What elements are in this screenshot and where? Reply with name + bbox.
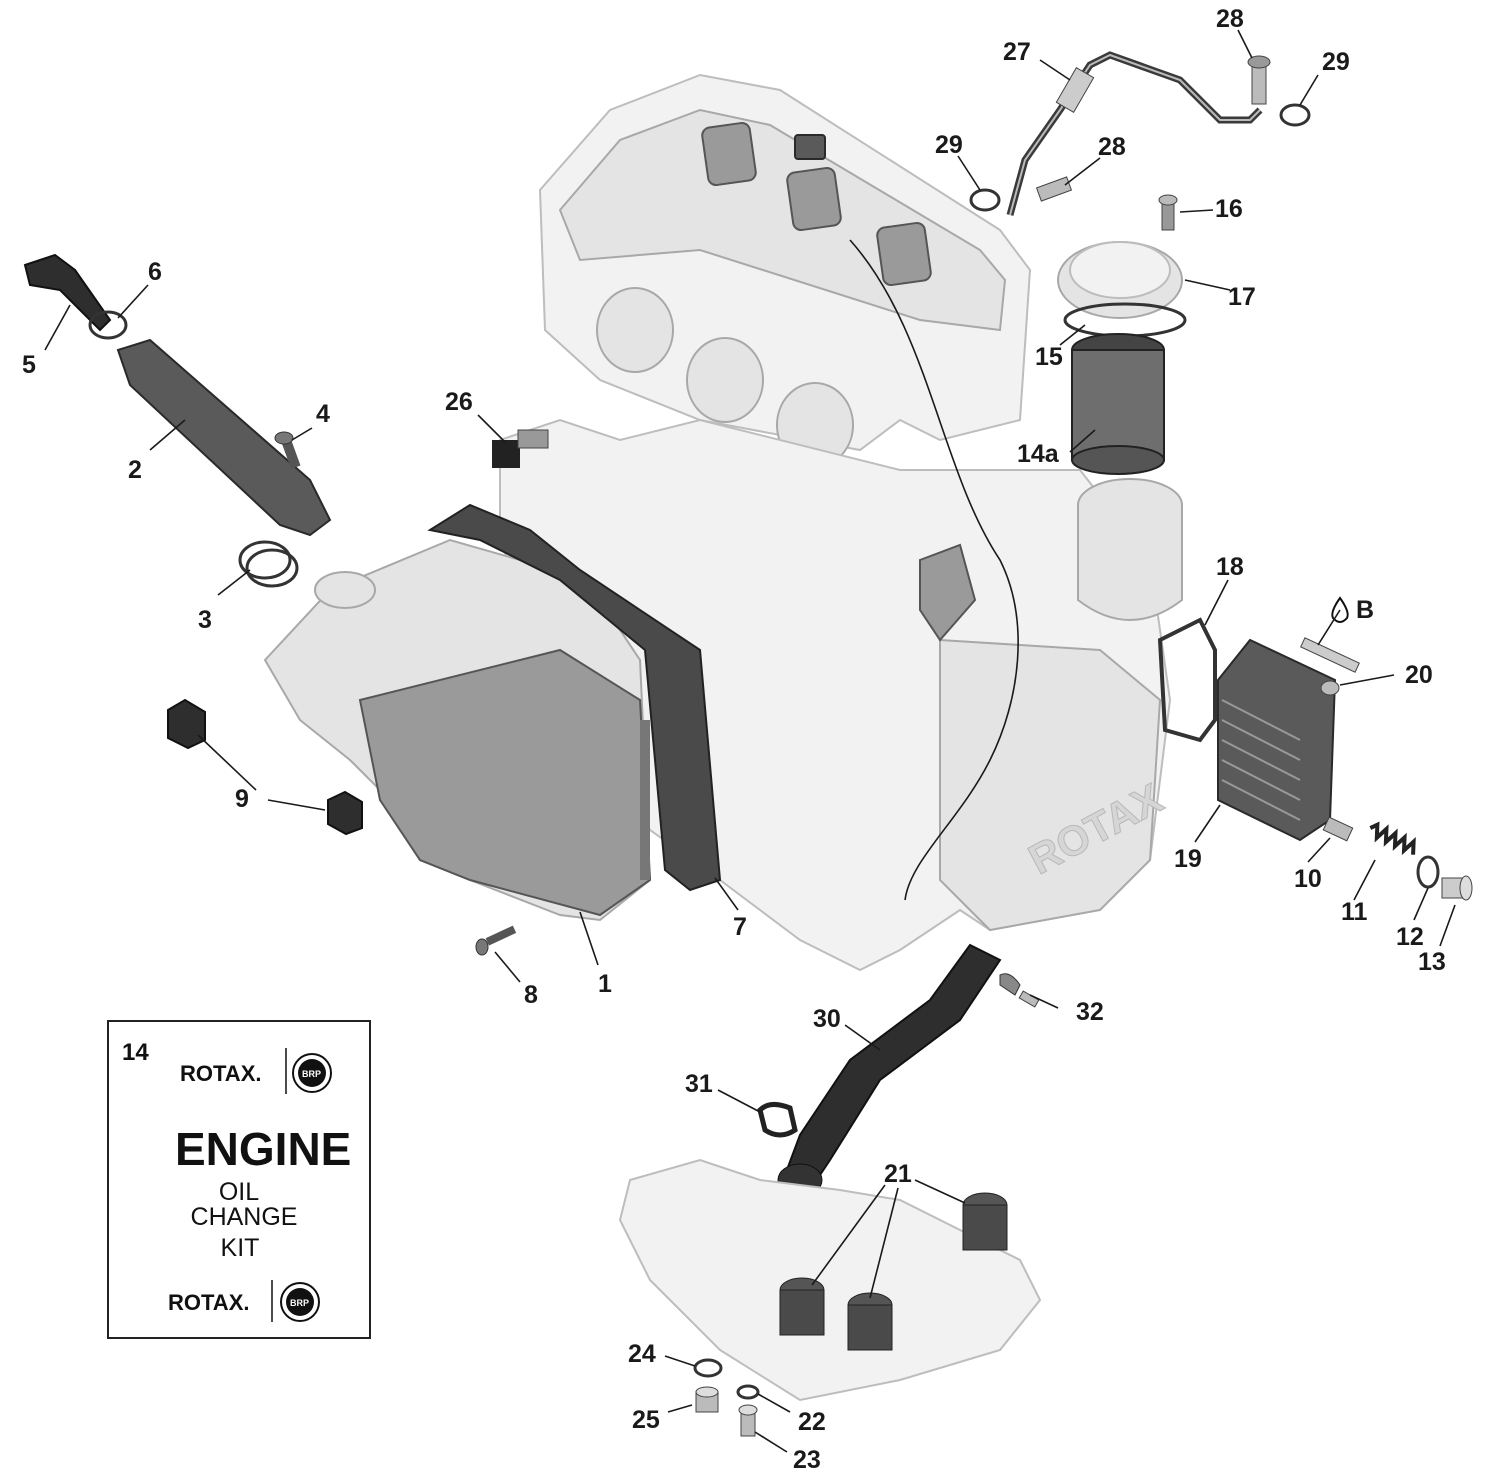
callout-3: 3 (198, 606, 212, 634)
drain-screw-small (738, 1404, 758, 1437)
brp-badge-top: BRP (302, 1069, 321, 1079)
oil-strainer-right (962, 1192, 1008, 1251)
callout-12: 12 (1396, 923, 1424, 951)
banjo-bolt-lower (1035, 176, 1073, 202)
callout-20: 20 (1405, 661, 1433, 689)
callout-14a: 14a (1017, 440, 1060, 468)
callout-26: 26 (445, 388, 473, 416)
hose-clamp (757, 1102, 798, 1138)
kit-brand-top: ROTAX. (180, 1061, 261, 1086)
oil-cooler-bolt (1300, 637, 1360, 696)
oil-cooler (1217, 638, 1337, 842)
callout-31: 31 (685, 1070, 713, 1098)
leader-lines (44, 29, 1456, 1453)
drain-plug-small (695, 1386, 719, 1413)
brp-logo-icon-top: BRP (292, 1053, 332, 1093)
callout-25: 25 (632, 1406, 660, 1434)
callout-21: 21 (884, 1160, 912, 1188)
callout-9: 9 (235, 785, 249, 813)
banjo-bolt-upper (1247, 55, 1271, 105)
oil-pan (263, 538, 652, 922)
dipstick-o-ring (88, 310, 128, 340)
kit-line-kit: KIT (221, 1234, 260, 1262)
callout-32: 32 (1076, 998, 1104, 1026)
oil-pressure-sensor (492, 429, 549, 468)
oil-hose (783, 943, 1002, 1192)
brp-logo-icon-bottom: BRP (280, 1282, 320, 1322)
pressure-valve-plug (1441, 875, 1473, 901)
filter-cover (1057, 241, 1183, 319)
callout-5: 5 (22, 351, 36, 379)
hose-clamp-small (999, 973, 1040, 1008)
callout-16: 16 (1215, 195, 1243, 223)
oil-cooler-gasket (1157, 617, 1217, 743)
callout-1: 1 (598, 970, 612, 998)
callout-15: 15 (1035, 343, 1063, 371)
kit-line-change: CHANGE (191, 1203, 298, 1231)
drain-washer-upper (693, 1358, 723, 1378)
callout-10: 10 (1294, 865, 1322, 893)
filter-screw (1158, 194, 1178, 231)
tube-o-ring-second (245, 548, 299, 588)
plug-o-ring (1416, 855, 1440, 889)
oil-filter-element (1071, 333, 1165, 475)
callout-27: 27 (1003, 38, 1031, 66)
callout-29-upper: 29 (1322, 48, 1350, 76)
drain-washer-lower (736, 1384, 760, 1400)
callout-4: 4 (316, 400, 330, 428)
pan-screw (475, 925, 517, 956)
callout-18: 18 (1216, 553, 1244, 581)
callout-28-upper: 28 (1216, 5, 1244, 33)
kit-line-oil: OIL (219, 1178, 259, 1206)
callout-30: 30 (813, 1005, 841, 1033)
callout-b: B (1356, 596, 1374, 624)
kit-brand-bottom: ROTAX. (168, 1290, 249, 1315)
sealing-ring-lower (969, 188, 1001, 212)
brp-badge-bottom: BRP (290, 1298, 309, 1308)
sealing-ring-upper (1279, 103, 1311, 127)
lubricant-drop-icon (1331, 596, 1349, 623)
tube-screw (274, 431, 301, 469)
kit-number: 14 (122, 1039, 149, 1066)
callout-24: 24 (628, 1340, 656, 1368)
dipstick-tube (116, 338, 332, 537)
callout-28-lower: 28 (1098, 133, 1126, 161)
oil-line-highlight (1009, 53, 1261, 216)
drain-plug-upper (167, 698, 206, 750)
pressure-valve-piston (1322, 816, 1354, 842)
oil-pan-gasket (427, 503, 722, 892)
oil-strainer-center (847, 1292, 893, 1351)
callout-22: 22 (798, 1408, 826, 1436)
callout-23: 23 (793, 1446, 821, 1474)
callout-6: 6 (148, 258, 162, 286)
callout-19: 19 (1174, 845, 1202, 873)
kit-info-box: 14 ROTAX. BRP ENGINE OIL CHANGE KIT ROTA… (107, 1020, 371, 1339)
callout-8: 8 (524, 981, 538, 1009)
callout-2: 2 (128, 456, 142, 484)
callout-labels: 5 6 2 4 3 9 8 1 7 26 27 28 29 28 29 16 1… (22, 5, 1446, 1474)
dipstick (23, 253, 112, 332)
tube-o-ring (238, 540, 292, 580)
oil-strainer-left (779, 1277, 825, 1336)
callout-17: 17 (1228, 283, 1256, 311)
callout-13: 13 (1418, 948, 1446, 976)
callout-7: 7 (733, 913, 747, 941)
callout-11: 11 (1341, 898, 1368, 926)
kit-title: ENGINE (175, 1123, 351, 1175)
callout-29-lower: 29 (935, 131, 963, 159)
pressure-valve-spring (1369, 821, 1416, 856)
oil-line-fitting (1055, 66, 1095, 114)
oil-pump-plate (618, 1158, 1042, 1402)
drain-plug-lower (327, 790, 363, 836)
